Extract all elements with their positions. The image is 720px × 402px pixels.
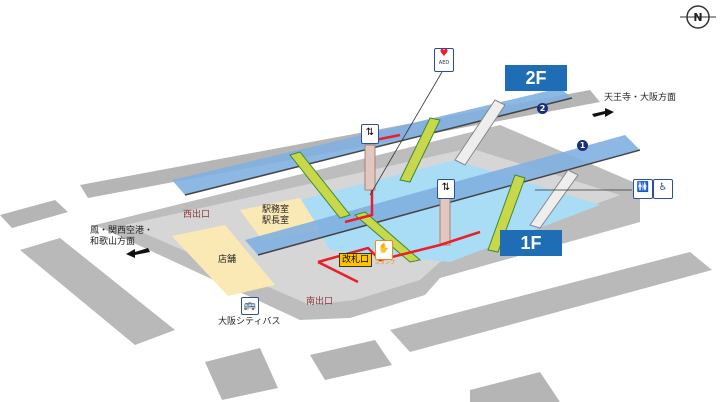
svg-text:N: N [693, 11, 702, 24]
elevator-shaft [364, 144, 376, 191]
accessible-route [344, 190, 374, 224]
arrow-east-icon [592, 108, 614, 117]
building-block [0, 200, 68, 228]
leader-line [369, 71, 443, 196]
aed-label: AED [438, 60, 450, 66]
platform-number-2: 2 [537, 103, 548, 114]
office-line: 駅長室 [262, 216, 290, 226]
escalator [487, 174, 526, 253]
escalator [289, 151, 351, 219]
ticket-gate-label: 改札口 [339, 253, 373, 267]
floor-badge-1f: 1F [500, 230, 562, 256]
building-block [205, 348, 278, 400]
building-block [310, 340, 392, 380]
floor-badge-2f: 2F [505, 65, 567, 91]
wheelchair-icon: ♿ [653, 179, 673, 199]
arrow-west-icon [126, 248, 150, 258]
elevator-icon: ⇅ [437, 179, 455, 199]
direction-west-line: 和歌山方面 [90, 237, 136, 247]
bus-icon: 🚌 [241, 297, 259, 315]
direction-east-label: 天王寺・大阪方面 [604, 93, 677, 103]
compass-north-icon: N [680, 5, 716, 29]
elevator-shaft [439, 194, 451, 246]
track-strip [390, 252, 712, 352]
stamp-icon: ✋ [375, 240, 393, 260]
direction-west-line: 鳳・関西空港・ [90, 226, 154, 236]
south-exit-label: 南出口 [306, 297, 334, 307]
building-block [470, 372, 560, 402]
west-exit-label: 西出口 [183, 210, 211, 220]
toilet-icon: 🚻 [633, 179, 653, 199]
stamp-label: スタンプ [375, 260, 395, 266]
bus-label: 大阪シティバス [218, 317, 281, 327]
accessible-route [317, 230, 481, 264]
stairs [454, 99, 506, 166]
elevator-icon: ⇅ [361, 124, 379, 144]
platform-edge [184, 97, 573, 196]
accessible-route [317, 260, 359, 284]
shop-area [172, 225, 275, 296]
shop-label: 店舗 [218, 255, 237, 265]
accessible-route [374, 133, 401, 142]
direction-west-label: 鳳・関西空港・ 和歌山方面 [90, 226, 153, 248]
aed-icon: ♥AED [434, 48, 454, 72]
station-office-label: 駅務室 駅長室 [262, 205, 289, 227]
track-strip [20, 238, 175, 345]
stairs [529, 169, 579, 229]
platform-number-1: 1 [577, 140, 588, 151]
escalator [399, 117, 441, 183]
office-line: 駅務室 [262, 205, 290, 215]
